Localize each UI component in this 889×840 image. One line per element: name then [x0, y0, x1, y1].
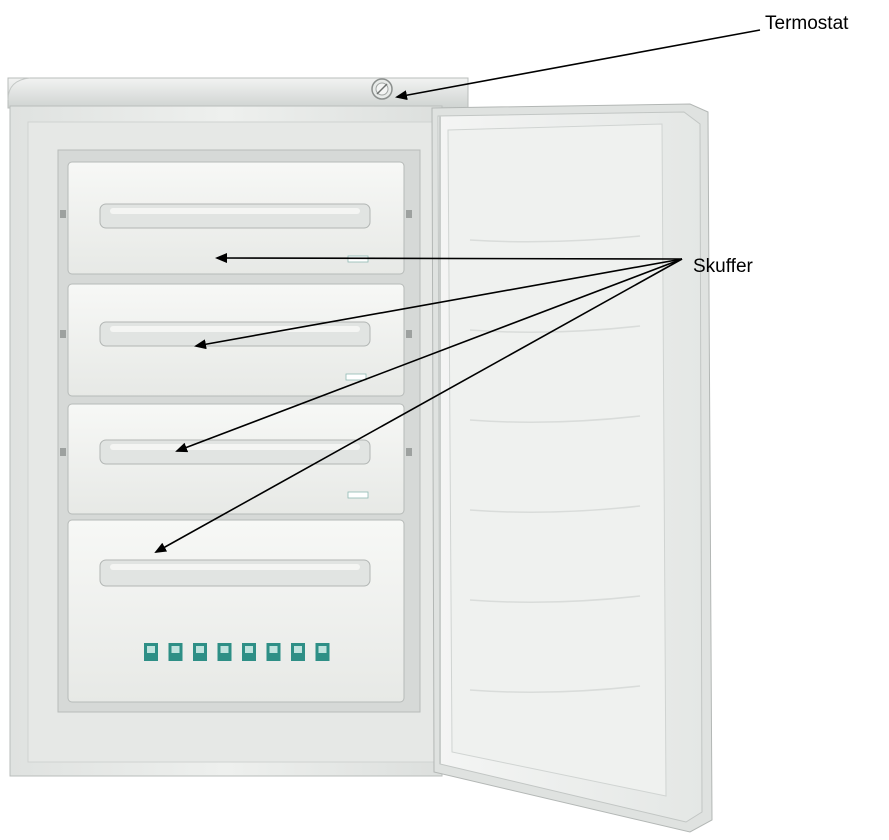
drawer-3[interactable] — [67, 403, 405, 515]
drawer-handle[interactable] — [99, 559, 371, 587]
drawer-tag — [345, 373, 367, 381]
storage-icon-glyph — [196, 646, 204, 653]
storage-icon-glyph — [147, 646, 155, 653]
storage-icons-row — [144, 643, 330, 661]
termostat-label: Termostat — [765, 13, 849, 34]
arrow-skuffer-1 — [215, 253, 683, 264]
storage-icon-glyph — [245, 646, 253, 653]
drawer-runners — [60, 210, 412, 456]
arrow-skuffer-3 — [175, 258, 683, 453]
skuffer-label: Skuffer — [693, 256, 753, 277]
arrow-skuffer-2 — [194, 258, 683, 350]
freezer-door[interactable] — [431, 103, 713, 833]
storage-icon-glyph — [269, 646, 278, 653]
drawer-4[interactable] — [67, 519, 405, 703]
drawer-handle[interactable] — [99, 203, 371, 229]
drawer-2[interactable] — [67, 283, 405, 397]
drawer-tag — [347, 491, 369, 499]
storage-icon-glyph — [318, 646, 327, 653]
drawer-handle[interactable] — [99, 321, 371, 347]
arrow-skuffer-4 — [154, 258, 683, 553]
drawer-1[interactable] — [67, 161, 405, 275]
storage-icon-glyph — [220, 646, 229, 653]
arrow-termostat — [395, 29, 761, 101]
annotation-arrows — [154, 29, 761, 553]
thermostat-knob-icon[interactable] — [371, 78, 393, 100]
storage-icon-glyph — [171, 646, 180, 653]
cabinet-top — [7, 77, 469, 109]
storage-icon-glyph — [294, 646, 302, 653]
drawer-handle[interactable] — [99, 439, 371, 465]
